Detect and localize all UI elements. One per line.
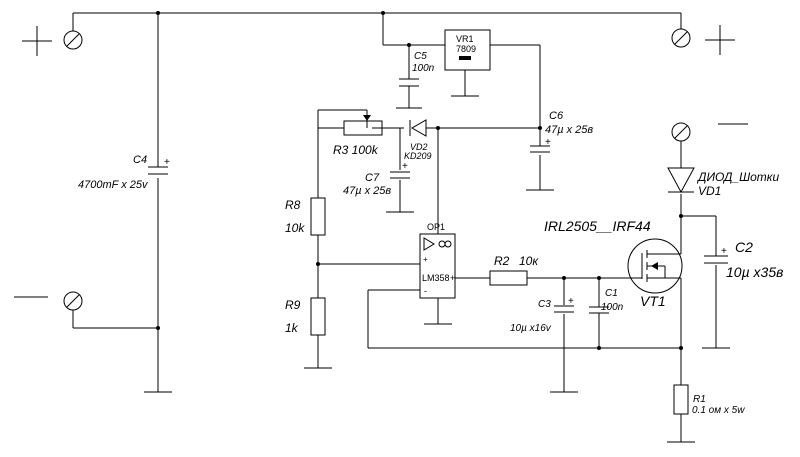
r1-resistor: R1 0.1 ом x 5w bbox=[673, 384, 745, 416]
c1-capacitor: C1 100n bbox=[589, 288, 624, 314]
c5-ref-label: C5 bbox=[414, 51, 427, 62]
c7-ref-label: C7 bbox=[365, 172, 380, 184]
r1-value-label: 0.1 ом x 5w bbox=[692, 405, 745, 416]
vd2-value-label: KD209 bbox=[404, 151, 432, 161]
r9-resistor: R9 1k bbox=[285, 297, 326, 336]
c4-capacitor: + C4 4700mF x 25v bbox=[78, 154, 170, 191]
op1-in-minus-sign: - bbox=[424, 286, 427, 296]
vr1-regulator: VR1 7809 bbox=[444, 29, 491, 71]
r8-value-label: 10k bbox=[285, 221, 305, 235]
vd1-schottky-diode: ДИОД_Шотки VD1 bbox=[667, 167, 779, 198]
input-plus-terminal bbox=[63, 30, 83, 50]
c2-value-label: 10µ x35в bbox=[726, 264, 783, 280]
c3-capacitor: + C3 10µ x16v bbox=[510, 296, 574, 334]
vd1-value-label: ДИОД_Шотки bbox=[696, 170, 779, 184]
op1-ref-label: OP1 bbox=[427, 222, 445, 232]
op1-value-label: LM358 bbox=[422, 273, 450, 283]
c7-value-label: 47µ x 25в bbox=[343, 185, 391, 197]
c6-plus-sign: + bbox=[545, 137, 551, 148]
c4-ref-label: C4 bbox=[133, 154, 147, 166]
r3-potentiometer: R3 100k bbox=[333, 110, 383, 157]
c5-capacitor: C5 100n bbox=[399, 51, 435, 87]
vt1-mosfet: IRL2505__IRF44 VT1 bbox=[544, 218, 683, 309]
vt1-ref-label: VT1 bbox=[640, 293, 666, 309]
r9-ref-label: R9 bbox=[285, 298, 301, 312]
output-plus-terminal bbox=[671, 28, 691, 48]
c3-ref-label: C3 bbox=[538, 299, 551, 310]
r2-ref-label: R2 bbox=[494, 254, 510, 268]
r1-ref-label: R1 bbox=[693, 394, 706, 405]
c6-ref-label: C6 bbox=[549, 110, 564, 122]
r8-ref-label: R8 bbox=[285, 198, 301, 212]
vd1-ref-label: VD1 bbox=[698, 184, 721, 198]
c3-value-label: 10µ x16v bbox=[510, 323, 552, 334]
c7-plus-sign: + bbox=[402, 161, 408, 172]
c6-capacitor: + C6 47µ x 25в bbox=[530, 110, 593, 153]
c3-plus-sign: + bbox=[568, 296, 574, 307]
c4-value-label: 4700mF x 25v bbox=[78, 179, 149, 191]
c2-capacitor: + C2 10µ x35в bbox=[704, 239, 783, 280]
input-minus-terminal bbox=[63, 291, 83, 311]
c2-ref-label: C2 bbox=[735, 239, 753, 255]
r8-resistor: R8 10k bbox=[285, 197, 326, 236]
vt1-part-label: IRL2505__IRF44 bbox=[544, 218, 651, 234]
junction-dots bbox=[156, 11, 683, 350]
c1-value-label: 100n bbox=[601, 302, 624, 313]
r3-label: R3 100k bbox=[333, 143, 379, 157]
r2-value-label: 10к bbox=[519, 254, 539, 268]
output-plus-marker bbox=[705, 25, 735, 55]
vd2-diode: VD2 KD209 bbox=[404, 119, 432, 161]
c4-plus-sign: + bbox=[164, 157, 170, 168]
vd2-ref-label: VD2 bbox=[410, 142, 428, 152]
c2-plus-sign: + bbox=[721, 246, 727, 257]
r9-value-label: 1k bbox=[285, 321, 299, 335]
r2-resistor: R2 10к bbox=[489, 254, 539, 286]
op1-out-plus-sign: + bbox=[450, 273, 455, 283]
vr1-value-label: 7809 bbox=[456, 44, 476, 54]
op1-in-plus-sign: + bbox=[423, 255, 428, 264]
c7-capacitor: + C7 47µ x 25в bbox=[343, 161, 410, 197]
op1-opamp: OP1 + LM358 + - bbox=[419, 222, 456, 299]
input-plus-marker bbox=[22, 26, 52, 56]
c6-value-label: 47µ x 25в bbox=[545, 124, 593, 136]
vr1-ref-label: VR1 bbox=[456, 34, 474, 44]
c5-value-label: 100n bbox=[412, 63, 435, 74]
c1-ref-label: C1 bbox=[605, 288, 618, 299]
load-minus-terminal bbox=[671, 122, 691, 142]
